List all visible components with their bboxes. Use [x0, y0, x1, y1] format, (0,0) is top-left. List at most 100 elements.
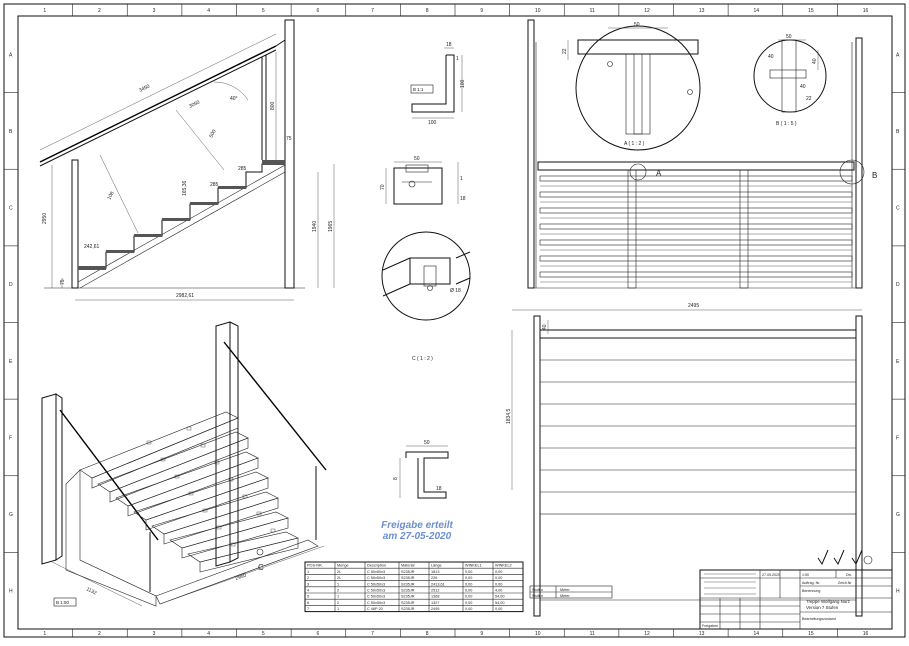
outer-border [3, 3, 906, 638]
tb-description-label: Benennung [802, 589, 820, 593]
tb-date: 27.05.2020 [762, 573, 780, 577]
border-row-left-D: D [9, 282, 13, 288]
parts-cell: S235JR [401, 570, 415, 574]
tb-order: Auftrag. Nr. [802, 581, 820, 585]
detail-b-circle [753, 39, 827, 113]
detail-c-label: C ( 1 : 2 ) [412, 356, 433, 362]
parts-cell: 226 [431, 576, 437, 580]
border-col-top-3: 3 [153, 8, 156, 14]
parts-cell: 0,00 [465, 601, 472, 605]
side-view-dims: 3450 3050 2982,61 2950 1940 1965 800 500… [42, 83, 334, 299]
profile-mid-dim-c: 1 [460, 176, 463, 182]
dim-rail-height: 2950 [42, 213, 48, 224]
parts-cell: 1 [337, 607, 339, 611]
border-col-top-4: 4 [207, 8, 210, 14]
parts-cell: 2 [337, 589, 339, 593]
front-tread [539, 191, 853, 198]
front-dim-f: 22 [806, 96, 812, 102]
front-dim-b: 50 [786, 34, 792, 40]
front-dim-a: 50 [634, 22, 640, 28]
border-row-left-F: F [9, 435, 12, 441]
border-col-bottom-6: 6 [316, 631, 319, 637]
dim-total-length: 2982,61 [176, 293, 194, 299]
plan-view-labels: 2495 40 1834,5 [506, 303, 699, 424]
parts-cell: 7 [307, 607, 309, 611]
parts-cell: C 50x50x3 [367, 582, 385, 586]
front-dim-c: 22 [562, 48, 568, 54]
profile-top-dim-b: 100 [460, 79, 466, 88]
profile-bottom [399, 445, 449, 499]
border-col-top-11: 11 [590, 8, 595, 14]
border-col-bottom-5: 5 [262, 631, 265, 637]
border-row-left-H: H [9, 589, 13, 595]
parts-cell: 2L [337, 570, 341, 574]
border-row-right-C: C [896, 206, 900, 212]
border-col-bottom-8: 8 [426, 631, 429, 637]
dim-stringer-length: 3050 [188, 99, 201, 109]
profile-top-label: B 1:1 [413, 87, 424, 92]
surface-symbols [817, 549, 873, 566]
parts-cell: 2512 [431, 589, 439, 593]
profile-bottom-dim-b: 8 [393, 477, 399, 480]
front-view [527, 19, 865, 289]
parts-cell: 0,00 [465, 570, 472, 574]
parts-header-cell: WINKEL2 [495, 564, 512, 568]
parts-cell: 0,00 [495, 582, 502, 586]
profile-top-dim-d: 1 [456, 56, 459, 62]
marker-c: C [258, 563, 264, 572]
border-col-top-8: 8 [426, 8, 429, 14]
detail-b-label: B ( 1 : 5 ) [776, 121, 797, 127]
parts-cell: 1 [337, 582, 339, 586]
title-block-text: 1:50 Div. Zeich.Nr Auftrag. Nr. Benennun… [702, 573, 852, 628]
tb-approval: Freigaben [702, 624, 718, 628]
side-table-cell: Meter [560, 588, 570, 592]
parts-cell: S235JR [401, 582, 415, 586]
tb-title-line2: Version 7 Stufen [806, 605, 839, 610]
tb-material: Div. [846, 573, 852, 577]
border-row-left-E: E [9, 359, 13, 365]
iso-tread [97, 431, 249, 493]
front-view-labels: A ( 1 : 2 ) B ( 1 : 5 ) A B 50 50 22 40 … [562, 22, 877, 180]
side-table-cell: Meter [560, 594, 570, 598]
side-view [39, 19, 335, 301]
border-row-right-E: E [896, 359, 900, 365]
front-tread [539, 175, 853, 182]
iso-tread [169, 511, 289, 549]
parts-cell: 1327 [431, 601, 439, 605]
profile-mid-dim-b: 70 [380, 184, 386, 190]
parts-cell: 1813 [431, 570, 439, 574]
border-column-zones: 1122334455667788991010111112121313141415… [43, 4, 868, 637]
detail-a-label: A ( 1 : 2 ) [624, 141, 645, 147]
parts-cell: 5 [307, 595, 309, 599]
border-col-bottom-16: 16 [863, 631, 869, 637]
dim-first-step: 242,61 [84, 244, 100, 250]
plan-dim-depth: 1834,5 [506, 408, 512, 424]
border-col-top-6: 6 [316, 8, 319, 14]
profile-mid-dim-a: 50 [414, 156, 420, 162]
front-post [71, 159, 79, 289]
handrail [39, 45, 277, 163]
parts-cell: 2 [307, 576, 309, 580]
parts-header-cell: Menge [337, 564, 349, 568]
marker-a: A [656, 169, 662, 178]
border-col-bottom-3: 3 [153, 631, 156, 637]
border-row-left-C: C [9, 206, 13, 212]
border-col-bottom-7: 7 [371, 631, 374, 637]
parts-cell: C 50x50x3 [367, 601, 385, 605]
parts-cell: S235JR [401, 589, 415, 593]
profile-bottom-dim-c: 18 [436, 486, 442, 492]
parts-cell: S235JR [401, 607, 415, 611]
detail-c-dim: Ø 18 [450, 288, 461, 294]
parts-cell: 1 [307, 570, 309, 574]
parts-cell: 0,00 [495, 576, 502, 580]
border-col-top-10: 10 [535, 8, 541, 14]
dim-post: 800 [270, 101, 276, 110]
front-dim-d: 40 [812, 58, 818, 64]
profile-middle [385, 161, 459, 205]
parts-cell: C 50x50x3 [367, 576, 385, 580]
title-block [699, 569, 893, 630]
dim-diag: 500 [208, 129, 217, 139]
